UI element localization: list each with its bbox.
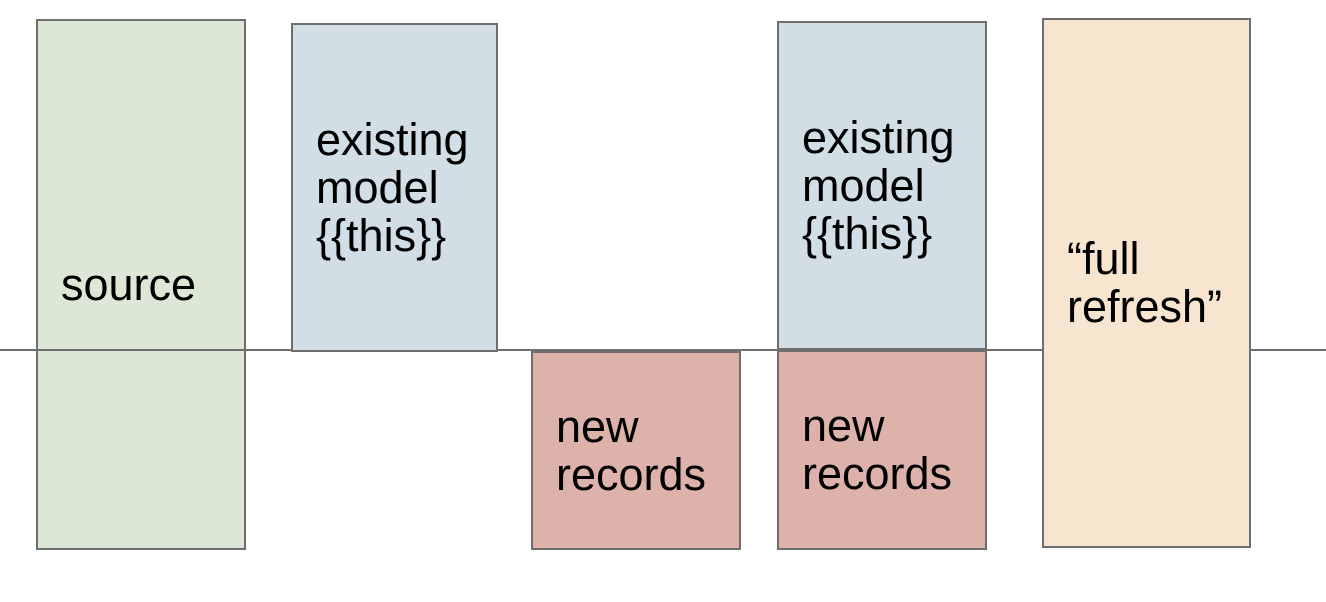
full-refresh-label: “full refresh”: [1067, 233, 1223, 332]
source-label: source: [61, 258, 197, 310]
existing-model-label-2: existing model {{this}}: [802, 111, 955, 259]
new-records-box-2: new records: [777, 350, 987, 550]
new-records-label-2: new records: [802, 400, 953, 499]
timeline-axis-line: [0, 349, 1326, 351]
new-records-box-1: new records: [531, 351, 741, 550]
existing-model-box-2: existing model {{this}}: [777, 21, 987, 350]
full-refresh-box: “full refresh”: [1042, 18, 1251, 548]
source-box: source: [36, 19, 246, 550]
existing-model-label-1: existing model {{this}}: [316, 113, 469, 261]
new-records-label-1: new records: [556, 400, 707, 500]
existing-model-box-1: existing model {{this}}: [291, 23, 498, 352]
